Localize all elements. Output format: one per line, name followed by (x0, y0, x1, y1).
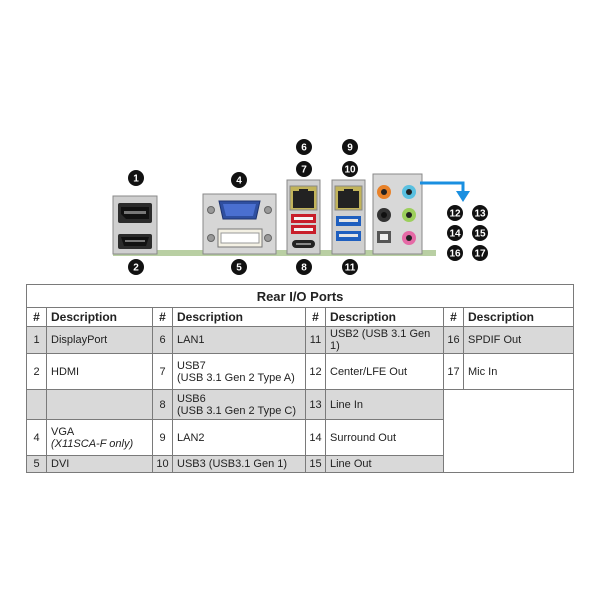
port-number: 13 (305, 389, 326, 420)
header-description: Description (172, 307, 306, 327)
callout-badge-label: 9 (347, 143, 353, 154)
callout-badge-4: 4 (231, 172, 247, 188)
port-description-line2: (USB 3.1 Gen 2 Type A) (177, 371, 295, 384)
port-number: 5 (26, 455, 47, 473)
port-number (26, 389, 47, 420)
rear-io-table: Rear I/O Ports # Description # Descripti… (25, 284, 575, 473)
port-description: VGA(X11SCA-F only) (46, 419, 153, 456)
port-description: USB7(USB 3.1 Gen 2 Type A) (172, 353, 306, 390)
callout-badge-12: 12 (447, 205, 463, 221)
port-description: Surround Out (325, 419, 444, 456)
port-description-line1: USB6 (177, 392, 206, 405)
callout-badge-5: 5 (231, 259, 247, 275)
header-description: Description (325, 307, 444, 327)
callout-badge-13: 13 (472, 205, 488, 221)
header-num: # (443, 307, 464, 327)
port-description: LAN2 (172, 419, 306, 456)
port-description: SPDIF Out (462, 326, 575, 354)
table-row: 1 DisplayPort 6 LAN1 11 USB2 (USB 3.1 Ge… (26, 326, 575, 354)
callout-badge-label: 1 (133, 174, 139, 185)
callout-badge-label: 17 (474, 249, 486, 260)
callout-badge-9: 9 (342, 139, 358, 155)
port-description: USB3 (USB3.1 Gen 1) (172, 455, 306, 473)
audio-stack (372, 173, 423, 255)
port-description-line2: (USB 3.1 Gen 2 Type C) (177, 404, 297, 417)
port-number: 15 (305, 455, 326, 473)
port-description: USB2 (USB 3.1 Gen 1) (325, 326, 444, 354)
port-number: 17 (443, 353, 464, 390)
port-description-line1: VGA (51, 425, 75, 438)
callout-badge-11: 11 (342, 259, 358, 275)
port-number: 10 (152, 455, 173, 473)
callout-badge-6: 6 (296, 139, 312, 155)
header-num: # (305, 307, 326, 327)
port-number: 12 (305, 353, 326, 390)
port-description: Line In (325, 389, 444, 420)
table-title: Rear I/O Ports (25, 284, 575, 308)
port-number: 9 (152, 419, 173, 456)
port-description: Line Out (325, 455, 444, 473)
port-number: 14 (305, 419, 326, 456)
callout-badge-label: 6 (301, 143, 307, 154)
table-row: 8 USB6(USB 3.1 Gen 2 Type C) 13 Line In (26, 389, 575, 473)
callout-badge-label: 5 (236, 263, 242, 274)
callout-badge-14: 14 (447, 225, 463, 241)
callout-badge-label: 7 (301, 165, 307, 176)
port-number: 1 (26, 326, 47, 354)
callout-badge-label: 13 (474, 209, 486, 220)
callout-badge-label: 4 (236, 176, 242, 187)
port-number: 8 (152, 389, 173, 420)
table-row: 5 DVI 10 USB3 (USB3.1 Gen 1) 15 Line Out (26, 455, 574, 473)
header-description: Description (46, 307, 153, 327)
port-description (46, 389, 153, 420)
vga-dvi-stack (202, 193, 277, 255)
callout-badge-label: 14 (449, 229, 461, 240)
callout-badge-label: 15 (474, 229, 486, 240)
callout-badge-10: 10 (342, 161, 358, 177)
callout-badge-16: 16 (447, 245, 463, 261)
port-description: USB6(USB 3.1 Gen 2 Type C) (172, 389, 306, 420)
callout-badge-7: 7 (296, 161, 312, 177)
port-number: 6 (152, 326, 173, 354)
callout-badge-label: 10 (344, 165, 356, 176)
port-description: Center/LFE Out (325, 353, 444, 390)
lan2-usb-stack (331, 179, 366, 255)
callout-badge-8: 8 (296, 259, 312, 275)
header-num: # (26, 307, 47, 327)
port-description: LAN1 (172, 326, 306, 354)
header-description: Description (462, 307, 575, 327)
port-number: 2 (26, 353, 47, 390)
table-row: 4 VGA(X11SCA-F only) 9 LAN2 14 Surround … (26, 419, 574, 456)
port-number: 7 (152, 353, 173, 390)
callout-badge-label: 16 (449, 249, 461, 260)
port-number: 4 (26, 419, 47, 456)
port-number: 11 (305, 326, 326, 354)
callout-badge-1: 1 (128, 170, 144, 186)
table-row: 2 HDMI 7 USB7(USB 3.1 Gen 2 Type A) 12 C… (26, 353, 575, 390)
port-number: 16 (443, 326, 464, 354)
port-description-note: (X11SCA-F only) (51, 437, 134, 450)
displayport-hdmi-stack (112, 195, 158, 255)
lan1-usb-stack (286, 179, 321, 255)
port-description: DVI (46, 455, 153, 473)
port-description: HDMI (46, 353, 153, 390)
empty-cell (442, 389, 575, 473)
audio-pointer-arrow (420, 181, 470, 202)
port-description: DisplayPort (46, 326, 153, 354)
callout-badge-15: 15 (472, 225, 488, 241)
header-num: # (152, 307, 173, 327)
callout-badge-2: 2 (128, 259, 144, 275)
callout-badge-17: 17 (472, 245, 488, 261)
callout-badge-label: 2 (133, 263, 139, 274)
callout-badge-label: 8 (301, 263, 307, 274)
callout-badge-label: 12 (449, 209, 461, 220)
callout-badge-label: 11 (345, 263, 356, 274)
port-description: Mic In (462, 353, 575, 390)
port-description-line1: USB7 (177, 359, 206, 372)
